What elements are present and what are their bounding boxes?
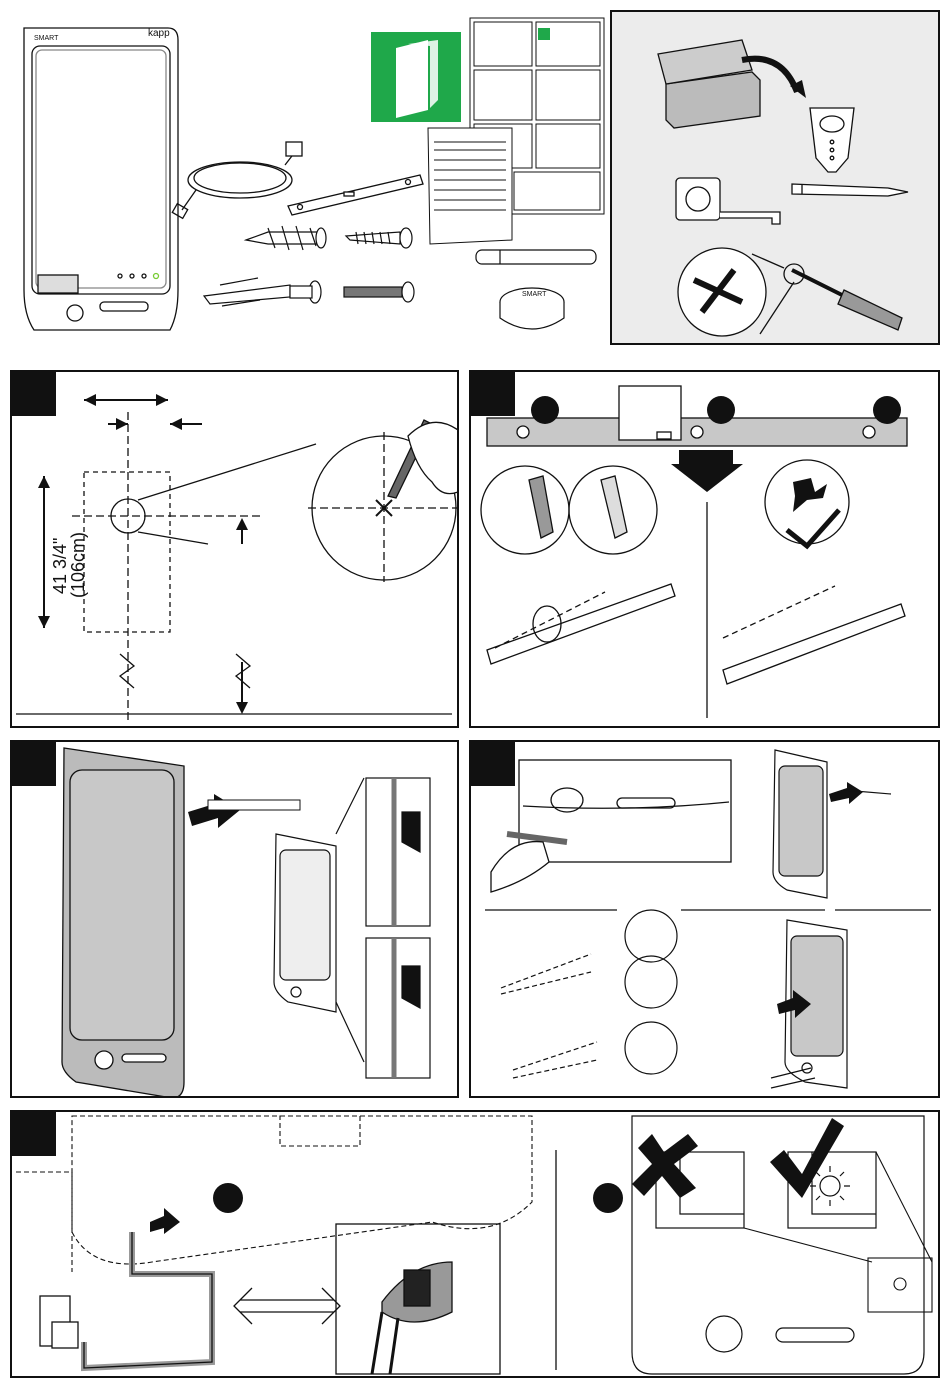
screwdriver-icon (678, 248, 902, 336)
dry-erase-marker (476, 250, 596, 264)
step-3-panel (10, 740, 459, 1098)
power-cable (40, 1232, 212, 1368)
stud-finder-icon (810, 108, 854, 172)
eraser-logo: SMART (522, 291, 547, 298)
kit-contents: SMART kapp (0, 0, 610, 345)
toolbox-icon (658, 40, 760, 128)
cross-icon (376, 500, 392, 516)
step-2-panel (469, 370, 940, 728)
kapp-board (24, 28, 178, 330)
kapp-board-large (62, 748, 184, 1098)
step-3-drawing (12, 742, 459, 1098)
toggle-anchor (204, 278, 321, 306)
tools-needed-panel (610, 10, 940, 345)
tools-drawing (612, 12, 940, 345)
cable-clip-closeup (336, 1224, 500, 1374)
board-logo: SMART (34, 35, 59, 42)
height-label-line2: (106cm) (68, 532, 88, 598)
pencil-icon (792, 184, 908, 196)
smart-kapp-app-icon (371, 32, 461, 122)
step-5-panel (10, 1110, 940, 1378)
step-2-drawing (471, 372, 940, 728)
callout-dot-3 (873, 396, 901, 424)
arrow-icon (829, 782, 863, 804)
double-arrow-icon (234, 1288, 340, 1324)
warranty-sheet (428, 128, 512, 244)
mounting-bracket (288, 175, 423, 215)
screw-long (346, 228, 412, 248)
arrow-icon (188, 794, 240, 828)
callout-dot-b (593, 1183, 623, 1213)
hand-with-pencil (388, 420, 458, 498)
tape-measure-icon (676, 178, 780, 224)
kapp-board-small (274, 834, 336, 1012)
eraser: SMART (500, 288, 564, 329)
board-brand: kapp (148, 28, 170, 39)
callout-dot-2 (707, 396, 735, 424)
step-4-drawing (471, 742, 940, 1098)
bracket (208, 800, 300, 810)
step-1-drawing: 41 3/4" (106cm) (12, 372, 459, 728)
step-1-panel: 41 3/4" (106cm) (10, 370, 459, 728)
step-4-panel (469, 740, 940, 1098)
cross-icon (793, 478, 827, 512)
callout-dot-1 (531, 396, 559, 424)
drywall-anchor (246, 226, 326, 250)
step-5-drawing (12, 1112, 940, 1378)
height-label-line1: 41 3/4" (50, 538, 70, 594)
kit-contents-drawing: SMART kapp (0, 0, 610, 345)
callout-dot-a (213, 1183, 243, 1213)
screw-dark (344, 282, 414, 302)
power-cable (172, 142, 302, 218)
check-icon (787, 510, 839, 546)
arrow-down-icon (671, 450, 743, 492)
board-back-outline (16, 1116, 532, 1272)
kapp-board-top-right (773, 750, 827, 898)
arrow-icon (150, 1208, 180, 1234)
